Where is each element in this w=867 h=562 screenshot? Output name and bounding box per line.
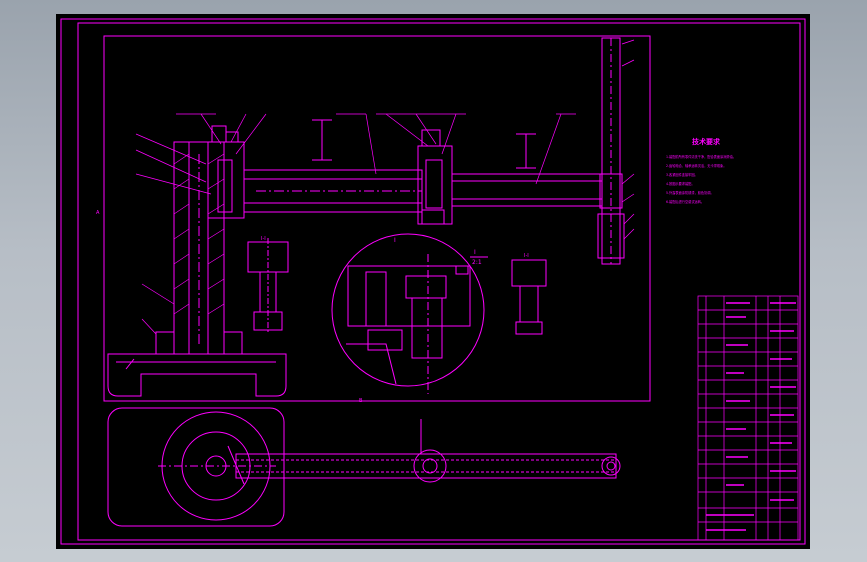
i-beam-section-2	[516, 133, 536, 169]
detail-label: I	[394, 237, 396, 244]
plan-view	[107, 407, 621, 527]
section-view-right	[511, 259, 547, 335]
tech-req-item-2: 2.齿轮啮合、轴承运转灵活，无卡滞现象。	[666, 163, 726, 168]
part-leaders	[135, 39, 635, 335]
section-label-right: I-I	[524, 253, 529, 259]
shoulder-joint	[207, 125, 245, 219]
detail-view-i	[331, 233, 485, 394]
parts-list-table	[697, 295, 799, 541]
tech-req-item-4: 4.按图示要求装配。	[666, 181, 695, 186]
column	[155, 141, 243, 355]
section-view-left	[247, 238, 289, 334]
elevation-view-frame	[103, 35, 651, 402]
tech-req-item-3: 3.各紧固件连接牢固。	[666, 172, 698, 177]
tech-req-item-6: 6.装配后进行空载试运转。	[666, 199, 704, 204]
vertical-slide	[597, 37, 625, 265]
column-hatch	[173, 153, 225, 315]
cad-drawing-viewport[interactable]: I-I I-I I I 2:1 A B	[56, 14, 810, 549]
arm-2	[451, 173, 603, 207]
tech-req-title: 技术要求	[692, 137, 721, 146]
tech-requirements: 技术要求 1.装配前所有零件清洗干净，配合表面涂润滑油。 2.齿轮啮合、轴承运转…	[666, 137, 736, 204]
detail-marker: I	[474, 249, 476, 256]
i-beam-section-1	[312, 119, 332, 161]
view-label-a: A	[96, 210, 100, 216]
detail-scale: 2:1	[472, 259, 482, 266]
outer-border	[60, 18, 806, 545]
arm-1	[243, 169, 423, 213]
assembly-drawing: I-I I-I I I 2:1 A B	[60, 18, 806, 545]
drawing-frame	[77, 22, 801, 541]
tech-req-item-1: 1.装配前所有零件清洗干净，配合表面涂润滑油。	[666, 154, 736, 159]
view-label-b: B	[359, 398, 363, 404]
section-label-left: I-I	[261, 236, 266, 242]
base-block	[107, 353, 287, 397]
parts-list-entries	[706, 302, 796, 531]
tech-req-item-5: 5.外露表面涂防锈漆，颜色协调。	[666, 190, 714, 195]
elbow-joint	[417, 129, 453, 225]
